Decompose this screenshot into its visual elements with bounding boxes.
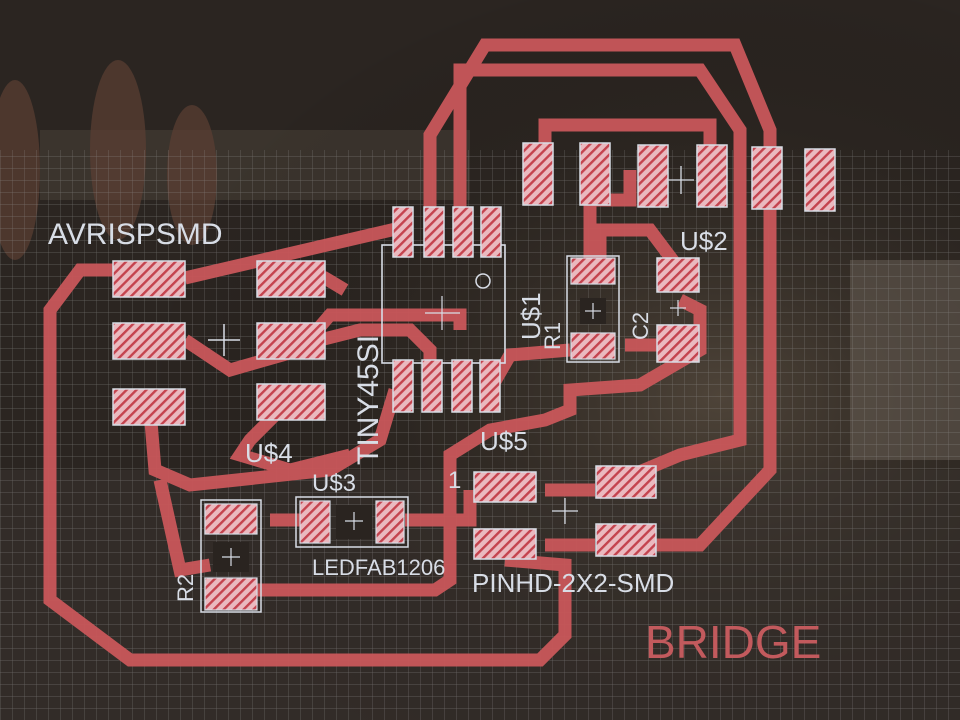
tiny-pad <box>392 206 414 258</box>
label-pin-one: 1 <box>448 467 461 494</box>
pinhd-pads <box>473 465 657 560</box>
avrisp-pad <box>112 322 186 360</box>
led-pad <box>299 500 331 544</box>
u2-pad <box>637 144 669 208</box>
avrisp-pad <box>256 260 326 298</box>
u2-pad <box>579 142 611 206</box>
label-pinhd: PINHD-2X2-SMD <box>472 568 674 598</box>
u2-pad <box>804 148 836 212</box>
label-u2: U$2 <box>680 226 728 256</box>
r1-pad <box>570 332 616 360</box>
c2-pads <box>656 257 700 363</box>
u2-origin-cross <box>668 166 694 194</box>
avrisp-origin-cross <box>208 324 240 356</box>
c2-cross <box>670 300 686 316</box>
label-u5: U$5 <box>480 426 528 456</box>
label-r1: R1 <box>540 322 565 350</box>
label-u3: U$3 <box>312 470 356 497</box>
pinhd-pad <box>473 528 537 560</box>
r1-pad <box>570 257 616 285</box>
r2-body <box>200 499 262 613</box>
tiny-pad <box>480 206 502 258</box>
c2-pad <box>656 324 700 363</box>
r2-pad <box>204 577 258 611</box>
pinhd-pad <box>595 523 657 557</box>
label-avrispsmd: AVRISPSMD <box>48 218 222 251</box>
u2-pads <box>522 142 836 212</box>
label-u1: U$1 <box>516 292 546 340</box>
pinhd-pad <box>473 471 537 503</box>
tiny-pad <box>421 359 443 413</box>
tiny-pad <box>479 359 501 413</box>
label-tiny45si: TINY45SI <box>352 335 385 465</box>
r1-body <box>566 255 620 363</box>
tiny-pad <box>392 359 414 413</box>
label-led: LEDFAB1206 <box>312 555 445 580</box>
label-c2: C2 <box>628 312 653 340</box>
u2-pad <box>522 142 554 206</box>
tiny-pad <box>452 206 474 258</box>
led-body <box>295 496 409 548</box>
r2-cross <box>222 548 240 566</box>
u2-pad <box>696 144 728 208</box>
led-cross <box>345 512 363 530</box>
avrisp-pad <box>112 260 186 298</box>
tiny-pad <box>451 359 473 413</box>
avrisp-pad <box>256 383 326 421</box>
pinhd-cross <box>552 498 578 524</box>
u2-pad <box>751 146 783 210</box>
led-pad <box>375 500 405 544</box>
r1-cross <box>585 303 601 319</box>
label-r2: R2 <box>173 574 198 602</box>
tiny-pads <box>392 206 502 413</box>
avrisp-pads <box>112 260 326 426</box>
avrisp-pad <box>112 388 186 426</box>
tiny-center-cross <box>425 296 460 330</box>
c2-pad <box>656 257 700 293</box>
label-bridge: BRIDGE <box>645 616 821 668</box>
tiny-pin1-marker <box>475 273 491 289</box>
label-u4: U$4 <box>245 438 293 468</box>
avrisp-pad <box>256 322 326 360</box>
r2-pad <box>204 503 258 535</box>
pinhd-pad <box>595 465 657 499</box>
tiny-pad <box>423 206 445 258</box>
